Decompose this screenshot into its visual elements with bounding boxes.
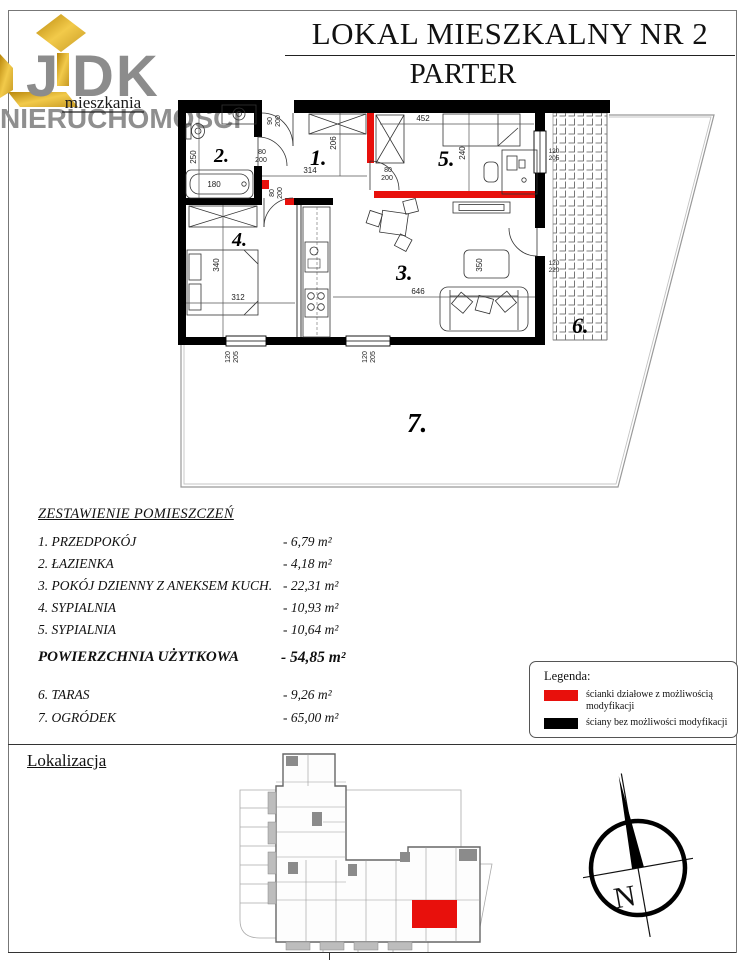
svg-text:200: 200 <box>381 175 393 182</box>
room-label-bedroom4: 4. <box>231 229 247 251</box>
svg-text:646: 646 <box>411 287 425 296</box>
svg-text:180: 180 <box>207 180 221 189</box>
room-label-terrace: 6. <box>572 313 589 338</box>
svg-text:314: 314 <box>303 166 317 175</box>
building-outline <box>267 753 481 951</box>
room-table: ZESTAWIENIE POMIESZCZEŃ 1. PRZEDPOKÓJ - … <box>38 506 390 733</box>
page-title: LOKAL MIESZKALNY NR 2 <box>285 16 735 56</box>
room-label-bathroom: 2. <box>213 145 229 167</box>
dimension-labels: 314 206 250 180 340 312 452 240 350 646 <box>189 114 484 302</box>
svg-text:90: 90 <box>267 117 274 125</box>
svg-text:452: 452 <box>416 114 430 123</box>
logo-subtitle: mieszkania <box>65 93 142 112</box>
room-label-garden: 7. <box>407 408 427 438</box>
compass: N <box>583 773 693 938</box>
svg-text:205: 205 <box>549 155 560 162</box>
north-letter: N <box>611 879 638 915</box>
table-row: 7. OGRÓDEK - 65,00 m² <box>38 710 339 725</box>
dimension-lines <box>186 113 535 337</box>
svg-text:200: 200 <box>277 187 284 199</box>
svg-text:120: 120 <box>549 148 560 155</box>
garden-outline <box>180 114 715 488</box>
svg-text:350: 350 <box>475 258 484 272</box>
floor-plan: 7. 6. <box>178 100 715 488</box>
doors <box>257 112 538 257</box>
room-table-heading: ZESTAWIENIE POMIESZCZEŃ <box>38 506 234 522</box>
site-plan <box>239 753 493 952</box>
page-border-top <box>8 10 736 11</box>
highlighted-unit <box>412 900 457 928</box>
structural-wall-swatch <box>544 718 578 729</box>
svg-text:250: 250 <box>189 150 198 164</box>
svg-text:80: 80 <box>269 189 276 197</box>
page-border-left <box>8 10 9 953</box>
svg-text:206: 206 <box>329 136 338 150</box>
table-row: 2. ŁAZIENKA - 4,18 m² <box>38 556 332 571</box>
table-row: 3. POKÓJ DZIENNY Z ANEKSEM KUCH. - 22,31… <box>38 578 339 593</box>
svg-text:120: 120 <box>225 351 232 363</box>
page-border-bottom <box>8 952 736 953</box>
legend-box: Legenda: ścianki działowe z możliwością … <box>529 661 738 738</box>
svg-text:312: 312 <box>231 293 245 302</box>
logo-house-icon <box>0 14 86 107</box>
living-room-furniture <box>365 197 529 332</box>
legend-item-structural: ściany bez możliwości modyfikacji <box>544 717 733 729</box>
svg-text:120: 120 <box>549 260 560 267</box>
room-label-living: 3. <box>395 260 413 285</box>
svg-text:205: 205 <box>233 351 240 363</box>
page-border-right <box>736 10 737 953</box>
bedroom4-furniture <box>186 205 259 316</box>
svg-text:200: 200 <box>255 157 267 164</box>
room-label-hall: 1. <box>310 145 327 170</box>
company-logo: J DK mieszkania <box>0 14 160 113</box>
bathroom-fixtures <box>185 104 257 199</box>
hall-wardrobe <box>308 113 367 135</box>
opening-labels: 90 200 80 200 80 200 80 200 120 205 120 … <box>225 115 560 363</box>
svg-text:80: 80 <box>384 167 392 174</box>
table-row: 5. SYPIALNIA - 10,64 m² <box>38 622 339 637</box>
partition-wall-swatch <box>544 690 578 701</box>
table-row: 4. SYPIALNIA - 10,93 m² <box>38 600 339 615</box>
partition-walls <box>262 113 535 205</box>
legend-heading: Legenda: <box>544 669 591 683</box>
page-subtitle: PARTER <box>409 58 517 90</box>
terrace <box>552 112 608 341</box>
svg-text:205: 205 <box>370 351 377 363</box>
bedroom5-furniture <box>375 113 538 195</box>
svg-text:200: 200 <box>275 115 282 127</box>
logo-letters-dk: DK <box>72 44 160 109</box>
svg-text:220: 220 <box>549 267 560 274</box>
windows <box>225 128 547 347</box>
footer-tick <box>329 952 330 960</box>
location-heading: Lokalizacja <box>27 751 107 770</box>
table-row: 1. PRZEDPOKÓJ - 6,79 m² <box>38 534 332 549</box>
legend-item-partition: ścianki działowe z możliwością modyfikac… <box>544 689 733 713</box>
svg-text:120: 120 <box>362 351 369 363</box>
room-label-bedroom5: 5. <box>438 146 455 171</box>
logo-letter-j: J <box>26 44 58 109</box>
svg-text:340: 340 <box>212 258 221 272</box>
table-row: 6. TARAS - 9,26 m² <box>38 687 332 702</box>
svg-text:80: 80 <box>258 149 266 156</box>
svg-text:240: 240 <box>458 146 467 160</box>
kitchen <box>296 205 331 338</box>
usable-area-total: POWIERZCHNIA UŻYTKOWA - 54,85 m² <box>38 649 346 666</box>
section-divider <box>8 744 736 745</box>
